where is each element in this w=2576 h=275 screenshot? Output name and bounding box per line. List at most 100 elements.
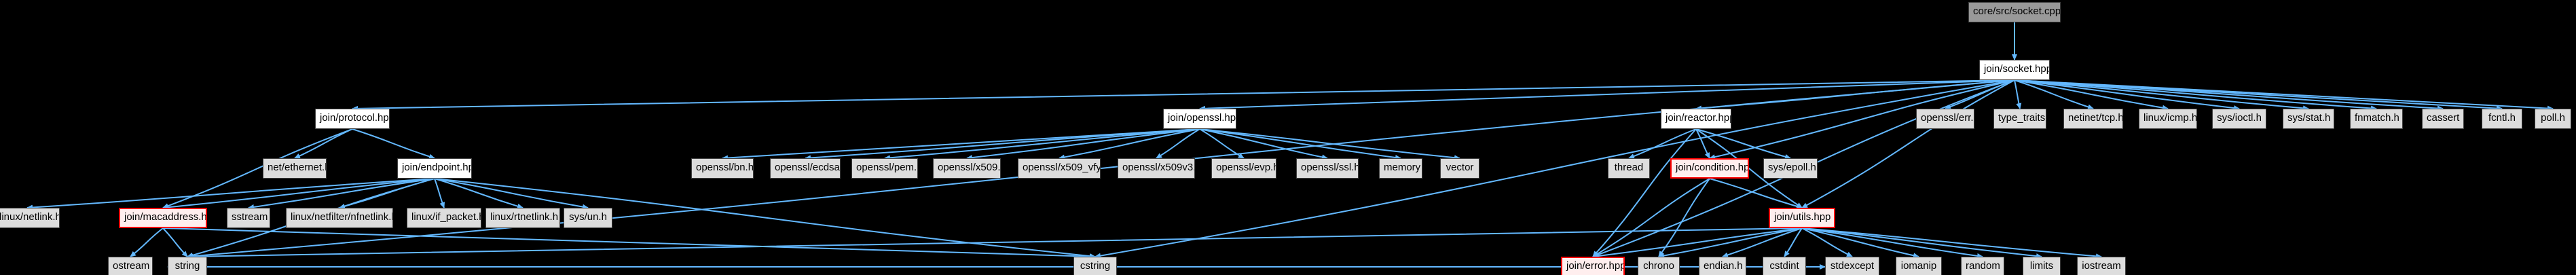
graph-node-limits[interactable]: limits xyxy=(2023,257,2061,275)
graph-node-socket-hpp[interactable]: join/socket.hpp xyxy=(1979,60,2050,80)
graph-edge-socket-hpp-to-cassert xyxy=(2014,79,2444,111)
graph-node-cstring[interactable]: cstring xyxy=(1073,257,1117,275)
graph-node-openssl-ecdsa[interactable]: openssl/ecdsa.h xyxy=(770,158,841,179)
graph-edge-socket-hpp-to-type-traits xyxy=(2014,79,2022,109)
graph-node-poll-h[interactable]: poll.h xyxy=(2535,109,2571,129)
graph-node-net-ethernet[interactable]: net/ethernet.h xyxy=(263,158,327,179)
graph-edge-macaddress-hpp-to-cstring xyxy=(162,227,1096,259)
graph-node-openssl-hpp[interactable]: join/openssl.hpp xyxy=(1163,109,1236,129)
graph-edge-openssl-hpp-to-openssl-pem xyxy=(884,128,1200,161)
graph-edge-openssl-hpp-to-openssl-evp xyxy=(1199,128,1245,159)
graph-node-iomanip[interactable]: iomanip xyxy=(1896,257,1942,275)
graph-edge-socket-hpp-to-fcntl xyxy=(2014,79,2503,111)
graph-edge-utils-hpp-to-endian-h xyxy=(1722,227,1803,258)
graph-node-ostream[interactable]: ostream xyxy=(108,257,153,275)
graph-node-linux-rtnetlink[interactable]: linux/rtnetlink.h xyxy=(485,208,560,228)
graph-edge-endpoint-hpp-to-linux-rtnetlink xyxy=(434,178,523,209)
graph-edge-openssl-hpp-to-openssl-x509v3 xyxy=(1156,128,1200,159)
graph-node-reactor-hpp[interactable]: join/reactor.hpp xyxy=(1661,109,1731,129)
graph-edge-utils-hpp-to-random xyxy=(1801,227,1983,259)
graph-node-endian-h[interactable]: endian.h xyxy=(1699,257,1746,275)
graph-edge-socket-hpp-to-reactor-hpp xyxy=(1695,79,2015,111)
graph-edge-reactor-hpp-to-sys-epoll xyxy=(1695,128,1791,160)
graph-node-openssl-x509vfy[interactable]: openssl/x509_vfy.h xyxy=(1018,158,1101,179)
graph-edge-utils-hpp-to-cstdint xyxy=(1784,227,1803,257)
graph-node-sys-epoll[interactable]: sys/epoll.h xyxy=(1763,158,1818,179)
graph-node-error-hpp[interactable]: join/error.hpp xyxy=(1561,257,1625,275)
graph-edge-endpoint-hpp-to-macaddress-hpp xyxy=(162,178,435,210)
graph-edge-utils-hpp-to-error-hpp xyxy=(1592,227,1803,259)
graph-edge-reactor-hpp-to-error-hpp xyxy=(1592,128,1697,257)
graph-edge-openssl-hpp-to-openssl-ecdsa xyxy=(805,128,1200,161)
graph-node-chrono[interactable]: chrono xyxy=(1638,257,1680,275)
graph-edge-endpoint-hpp-to-sys-un xyxy=(434,178,589,210)
graph-node-cstdint[interactable]: cstdint xyxy=(1763,257,1806,275)
graph-edge-protocol-hpp-to-endpoint-hpp xyxy=(352,128,435,160)
graph-edge-socket-hpp-to-protocol-hpp xyxy=(352,79,2015,111)
graph-node-sys-ioctl[interactable]: sys/ioctl.h xyxy=(2212,109,2266,129)
graph-edge-reactor-hpp-to-condition-hpp xyxy=(1695,128,1710,159)
graph-node-fnmatch[interactable]: fnmatch.h xyxy=(2350,109,2403,129)
graph-node-openssl-bn[interactable]: openssl/bn.h xyxy=(691,158,754,179)
graph-node-linux-netlink[interactable]: linux/netlink.h xyxy=(0,208,60,228)
graph-node-fcntl[interactable]: fcntl.h xyxy=(2482,109,2522,129)
graph-node-condition-hpp[interactable]: join/condition.hpp xyxy=(1670,158,1749,179)
graph-node-openssl-evp[interactable]: openssl/evp.h xyxy=(1211,158,1276,179)
graph-node-openssl-pem[interactable]: openssl/pem.h xyxy=(851,158,918,179)
graph-node-thread[interactable]: thread xyxy=(1608,158,1650,179)
graph-edge-openssl-hpp-to-openssl-ssl xyxy=(1199,128,1328,160)
graph-edge-openssl-hpp-to-openssl-bn xyxy=(722,128,1200,161)
graph-node-openssl-ssl[interactable]: openssl/ssl.h xyxy=(1296,158,1359,179)
graph-node-netinet-tcp[interactable]: netinet/tcp.h xyxy=(2063,109,2123,129)
graph-node-cassert[interactable]: cassert xyxy=(2422,109,2464,129)
graph-node-memory[interactable]: memory xyxy=(1379,158,1422,179)
graph-node-string[interactable]: string xyxy=(168,257,207,275)
graph-edge-macaddress-hpp-to-string xyxy=(162,227,188,257)
graph-edge-endpoint-hpp-to-sstream xyxy=(248,178,435,210)
graph-edge-reactor-hpp-to-thread xyxy=(1628,128,1697,159)
graph-node-iostream[interactable]: iostream xyxy=(2077,257,2126,275)
graph-node-random[interactable]: random xyxy=(1961,257,2004,275)
graph-node-utils-hpp[interactable]: join/utils.hpp xyxy=(1769,208,1835,228)
graph-edge-openssl-hpp-to-memory xyxy=(1199,128,1401,160)
graph-edge-socket-hpp-to-openssl-err xyxy=(1945,79,2015,109)
graph-node-stdexcept[interactable]: stdexcept xyxy=(1825,257,1879,275)
graph-node-linux-if-packet[interactable]: linux/if_packet.h xyxy=(407,208,481,228)
graph-edges xyxy=(26,22,2554,270)
graph-edge-openssl-hpp-to-openssl-x509 xyxy=(966,128,1200,161)
graph-edge-utils-hpp-to-stdexcept xyxy=(1801,227,1853,257)
graph-node-macaddress-hpp[interactable]: join/macaddress.hpp xyxy=(119,208,207,228)
graph-edge-socket-hpp-to-netinet-tcp xyxy=(2014,79,2094,110)
graph-node-protocol-hpp[interactable]: join/protocol.hpp xyxy=(315,109,390,129)
graph-edge-utils-hpp-to-chrono xyxy=(1658,227,1803,259)
graph-edge-endpoint-hpp-to-linux-netlink xyxy=(26,178,435,210)
graph-node-nfnetlink[interactable]: linux/netfilter/nfnetlink.h xyxy=(286,208,393,228)
graph-edge-socket-hpp-to-fnmatch xyxy=(2014,79,2377,111)
graph-edge-utils-hpp-to-iomanip xyxy=(1801,227,1919,259)
graph-node-sstream[interactable]: sstream xyxy=(227,208,270,228)
graph-node-vector[interactable]: vector xyxy=(1440,158,1479,179)
graph-node-endpoint-hpp[interactable]: join/endpoint.hpp xyxy=(397,158,472,179)
graph-node-sys-stat[interactable]: sys/stat.h xyxy=(2283,109,2334,129)
graph-edge-utils-hpp-to-limits xyxy=(1801,227,2042,259)
graph-edge-utils-hpp-to-iostream xyxy=(1801,227,2102,259)
graph-node-openssl-x509v3[interactable]: openssl/x509v3.h xyxy=(1118,158,1195,179)
graph-edge-condition-hpp-to-utils-hpp xyxy=(1709,178,1803,209)
graph-edge-openssl-hpp-to-openssl-x509vfy xyxy=(1059,128,1200,160)
graph-edge-socket-hpp-to-poll-h xyxy=(2014,79,2554,111)
graph-edge-protocol-hpp-to-net-ethernet xyxy=(294,128,353,159)
graph-edge-openssl-hpp-to-vector xyxy=(1199,128,1460,161)
graph-edge-condition-hpp-to-error-hpp xyxy=(1592,178,1710,257)
graph-edge-condition-hpp-to-chrono xyxy=(1658,178,1710,257)
graph-edge-macaddress-hpp-to-ostream xyxy=(130,227,164,257)
graph-edge-endpoint-hpp-to-nfnetlink xyxy=(339,178,435,209)
graph-node-openssl-err[interactable]: openssl/err.h xyxy=(1916,109,1974,129)
graph-edge-socket-hpp-to-linux-icmp xyxy=(2014,79,2169,111)
graph-node-sys-un[interactable]: sys/un.h xyxy=(564,208,612,228)
graph-node-openssl-x509[interactable]: openssl/x509.h xyxy=(933,158,1001,179)
graph-node-socket-cpp[interactable]: core/src/socket.cpp xyxy=(1968,2,2061,22)
graph-node-type-traits[interactable]: type_traits xyxy=(1993,109,2046,129)
graph-node-linux-icmp[interactable]: linux/icmp.h xyxy=(2139,109,2197,129)
